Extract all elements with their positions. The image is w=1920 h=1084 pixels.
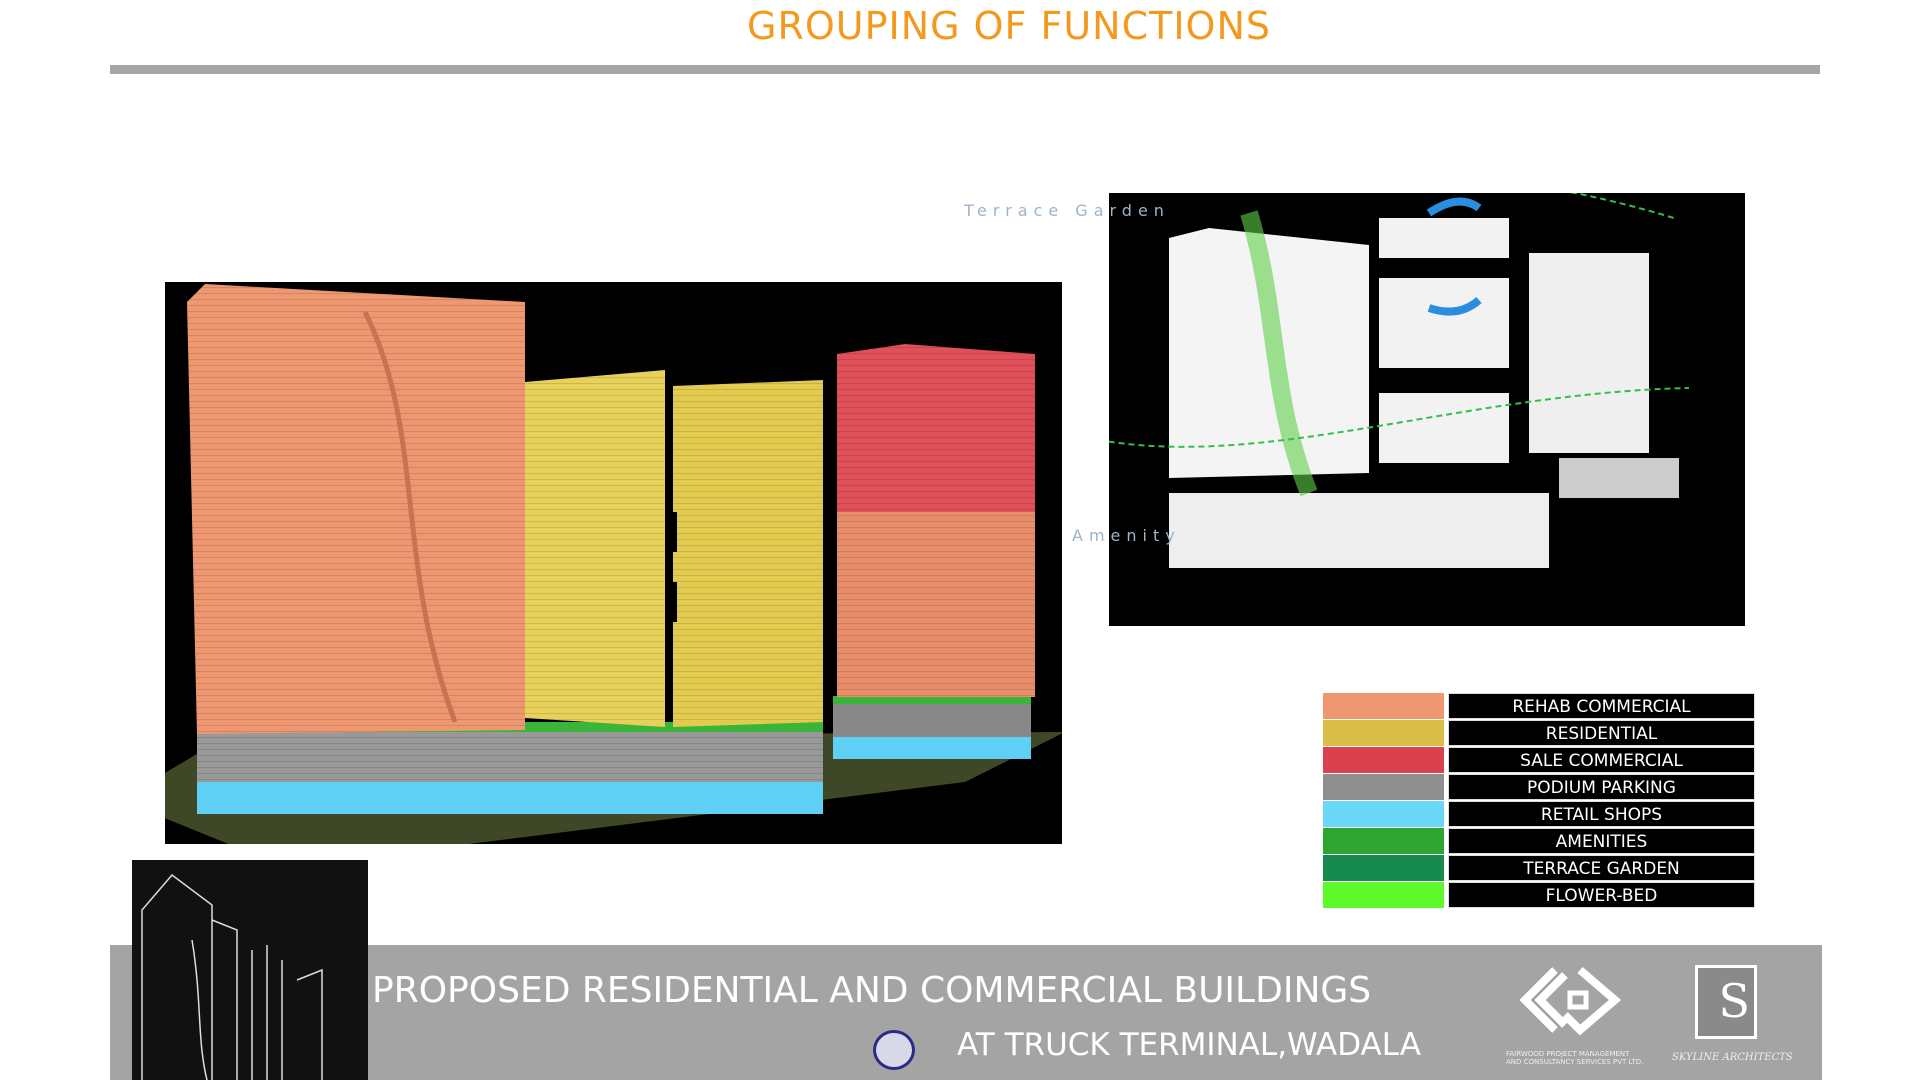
massing-render-colored [120, 282, 1065, 867]
project-location: AT TRUCK TERMINAL,WADALA [957, 1027, 1421, 1063]
legend-swatch [1323, 774, 1444, 800]
skyline-logo-text: SKYLINE ARCHITECTS [1672, 1052, 1793, 1063]
legend-label: REHAB COMMERCIAL [1448, 693, 1755, 719]
legend-item: TERRACE GARDEN [1323, 855, 1755, 881]
legend-swatch [1323, 828, 1444, 854]
fairwood-logo [1519, 965, 1630, 1039]
legend-item: AMENITIES [1323, 828, 1755, 854]
legend-label: AMENITIES [1448, 828, 1755, 854]
project-title: PROPOSED RESIDENTIAL AND COMMERCIAL BUIL… [372, 970, 1372, 1011]
legend-label: RETAIL SHOPS [1448, 801, 1755, 827]
legend-swatch [1323, 693, 1444, 719]
legend-swatch [1323, 801, 1444, 827]
fairwood-logo-text: FAIRWOOD PROJECT MANAGEMENT AND CONSULTA… [1506, 1050, 1644, 1066]
title-divider [110, 65, 1820, 74]
legend-item: SALE COMMERCIAL [1323, 747, 1755, 773]
amenity-label: Amenity [1072, 526, 1181, 545]
building-sketch-image [132, 860, 368, 1081]
legend: REHAB COMMERCIAL RESIDENTIAL SALE COMMER… [1323, 693, 1755, 909]
massing-render-section [1063, 169, 1745, 626]
legend-swatch [1323, 855, 1444, 881]
legend-label: FLOWER-BED [1448, 882, 1755, 908]
legend-swatch [1323, 882, 1444, 908]
legend-item: REHAB COMMERCIAL [1323, 693, 1755, 719]
terrace-garden-label: Terrace Garden [964, 201, 1170, 220]
legend-item: PODIUM PARKING [1323, 774, 1755, 800]
legend-item: FLOWER-BED [1323, 882, 1755, 908]
legend-item: RETAIL SHOPS [1323, 801, 1755, 827]
legend-item: RESIDENTIAL [1323, 720, 1755, 746]
emblem-icon [873, 1030, 915, 1070]
skyline-logo: S [1695, 965, 1757, 1039]
legend-swatch [1323, 720, 1444, 746]
legend-label: PODIUM PARKING [1448, 774, 1755, 800]
legend-label: SALE COMMERCIAL [1448, 747, 1755, 773]
page-title: GROUPING OF FUNCTIONS [747, 4, 1271, 48]
legend-label: TERRACE GARDEN [1448, 855, 1755, 881]
legend-label: RESIDENTIAL [1448, 720, 1755, 746]
legend-swatch [1323, 747, 1444, 773]
